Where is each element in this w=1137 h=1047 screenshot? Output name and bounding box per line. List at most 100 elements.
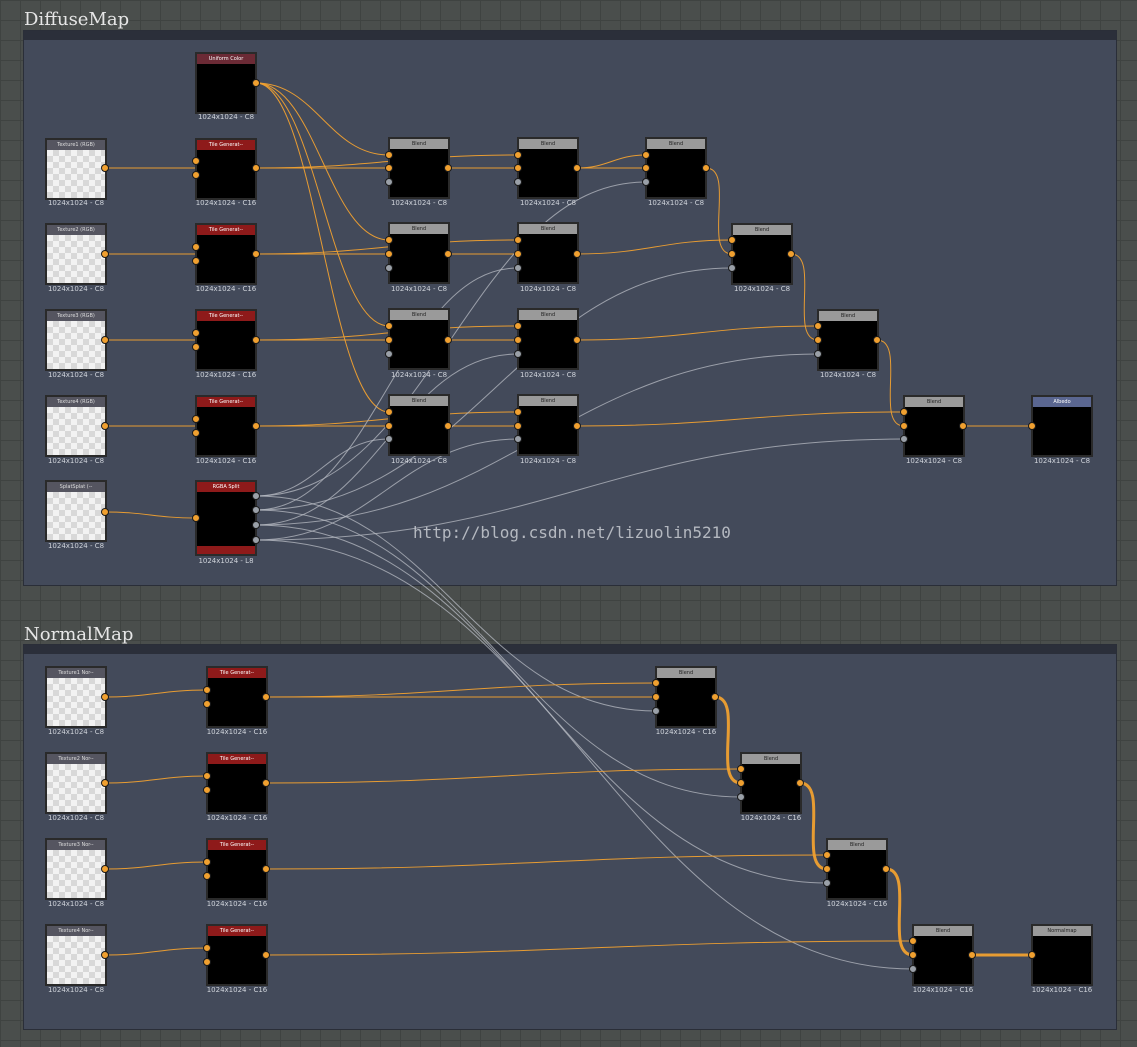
node-port[interactable] bbox=[514, 164, 522, 172]
node-port[interactable] bbox=[444, 422, 452, 430]
node-port[interactable] bbox=[252, 492, 260, 500]
node-port[interactable] bbox=[192, 429, 200, 437]
node-port[interactable] bbox=[814, 350, 822, 358]
node-port[interactable] bbox=[192, 257, 200, 265]
node-port[interactable] bbox=[101, 336, 109, 344]
node-port[interactable] bbox=[652, 693, 660, 701]
node-port[interactable] bbox=[814, 322, 822, 330]
node-port[interactable] bbox=[737, 779, 745, 787]
node-port[interactable] bbox=[385, 178, 393, 186]
blend-node[interactable]: Blend bbox=[740, 752, 802, 814]
node-port[interactable] bbox=[728, 250, 736, 258]
node-port[interactable] bbox=[192, 329, 200, 337]
node-port[interactable] bbox=[203, 772, 211, 780]
node-port[interactable] bbox=[444, 336, 452, 344]
blend-node[interactable]: Blend bbox=[645, 137, 707, 199]
node-port[interactable] bbox=[823, 879, 831, 887]
uniform-color-node[interactable]: Uniform Color bbox=[195, 52, 257, 114]
node-port[interactable] bbox=[1028, 422, 1036, 430]
node-port[interactable] bbox=[252, 506, 260, 514]
node-port[interactable] bbox=[728, 236, 736, 244]
node-port[interactable] bbox=[385, 264, 393, 272]
node-port[interactable] bbox=[900, 435, 908, 443]
tile-generator-node[interactable]: Tile Generat-- bbox=[206, 752, 268, 814]
node-port[interactable] bbox=[514, 178, 522, 186]
node-port[interactable] bbox=[642, 164, 650, 172]
node-port[interactable] bbox=[101, 508, 109, 516]
node-port[interactable] bbox=[385, 322, 393, 330]
node-port[interactable] bbox=[514, 264, 522, 272]
node-port[interactable] bbox=[252, 336, 260, 344]
node-port[interactable] bbox=[192, 171, 200, 179]
node-port[interactable] bbox=[900, 408, 908, 416]
tile-generator-node[interactable]: Tile Generat-- bbox=[195, 309, 257, 371]
node-port[interactable] bbox=[514, 336, 522, 344]
node-port[interactable] bbox=[514, 350, 522, 358]
node-port[interactable] bbox=[385, 422, 393, 430]
tile-generator-node[interactable]: Tile Generat-- bbox=[195, 138, 257, 200]
node-port[interactable] bbox=[514, 322, 522, 330]
texture2-rgb-node[interactable]: Texture2 (RGB) bbox=[45, 223, 107, 285]
blend-node[interactable]: Blend bbox=[517, 137, 579, 199]
node-port[interactable] bbox=[909, 951, 917, 959]
tile-generator-node[interactable]: Tile Generat-- bbox=[195, 223, 257, 285]
node-port[interactable] bbox=[823, 865, 831, 873]
node-port[interactable] bbox=[385, 164, 393, 172]
node-port[interactable] bbox=[101, 164, 109, 172]
node-port[interactable] bbox=[101, 422, 109, 430]
node-port[interactable] bbox=[573, 250, 581, 258]
rgba-split-node[interactable]: RGBA Split bbox=[195, 480, 257, 556]
node-port[interactable] bbox=[444, 164, 452, 172]
texture1-rgb-node[interactable]: Texture1 (RGB) bbox=[45, 138, 107, 200]
node-port[interactable] bbox=[101, 865, 109, 873]
texture4-rgb-node[interactable]: Texture4 (RGB) bbox=[45, 395, 107, 457]
blend-node[interactable]: Blend bbox=[517, 308, 579, 370]
texture3-normal-node[interactable]: Texture3 Nor-- bbox=[45, 838, 107, 900]
blend-node[interactable]: Blend bbox=[912, 924, 974, 986]
blend-node[interactable]: Blend bbox=[388, 137, 450, 199]
node-port[interactable] bbox=[444, 250, 452, 258]
texture3-rgb-node[interactable]: Texture3 (RGB) bbox=[45, 309, 107, 371]
node-port[interactable] bbox=[514, 236, 522, 244]
node-port[interactable] bbox=[900, 422, 908, 430]
texture1-normal-node[interactable]: Texture1 Nor-- bbox=[45, 666, 107, 728]
node-port[interactable] bbox=[385, 151, 393, 159]
node-port[interactable] bbox=[711, 693, 719, 701]
node-port[interactable] bbox=[968, 951, 976, 959]
node-port[interactable] bbox=[796, 779, 804, 787]
node-port[interactable] bbox=[192, 514, 200, 522]
node-port[interactable] bbox=[101, 779, 109, 787]
node-port[interactable] bbox=[385, 350, 393, 358]
node-port[interactable] bbox=[737, 765, 745, 773]
node-port[interactable] bbox=[203, 858, 211, 866]
texture4-normal-node[interactable]: Texture4 Nor-- bbox=[45, 924, 107, 986]
tile-generator-node[interactable]: Tile Generat-- bbox=[206, 666, 268, 728]
node-port[interactable] bbox=[252, 521, 260, 529]
tile-generator-node[interactable]: Tile Generat-- bbox=[195, 395, 257, 457]
node-port[interactable] bbox=[642, 178, 650, 186]
frame-bar[interactable] bbox=[24, 645, 1116, 654]
node-port[interactable] bbox=[514, 408, 522, 416]
blend-node[interactable]: Blend bbox=[388, 394, 450, 456]
node-port[interactable] bbox=[385, 236, 393, 244]
normalmap-output-node[interactable]: Normalmap bbox=[1031, 924, 1093, 986]
blend-node[interactable]: Blend bbox=[388, 308, 450, 370]
node-port[interactable] bbox=[823, 851, 831, 859]
blend-node[interactable]: Blend bbox=[826, 838, 888, 900]
node-port[interactable] bbox=[252, 250, 260, 258]
node-port[interactable] bbox=[642, 151, 650, 159]
blend-node[interactable]: Blend bbox=[517, 222, 579, 284]
node-port[interactable] bbox=[385, 250, 393, 258]
node-port[interactable] bbox=[262, 865, 270, 873]
node-port[interactable] bbox=[1028, 951, 1036, 959]
blend-node[interactable]: Blend bbox=[517, 394, 579, 456]
node-port[interactable] bbox=[101, 693, 109, 701]
blend-node[interactable]: Blend bbox=[731, 223, 793, 285]
node-port[interactable] bbox=[514, 422, 522, 430]
node-port[interactable] bbox=[203, 958, 211, 966]
splatmap-node[interactable]: SplatSplat (-- bbox=[45, 480, 107, 542]
blend-node[interactable]: Blend bbox=[817, 309, 879, 371]
node-port[interactable] bbox=[203, 872, 211, 880]
node-port[interactable] bbox=[959, 422, 967, 430]
frame-bar[interactable] bbox=[24, 31, 1116, 40]
